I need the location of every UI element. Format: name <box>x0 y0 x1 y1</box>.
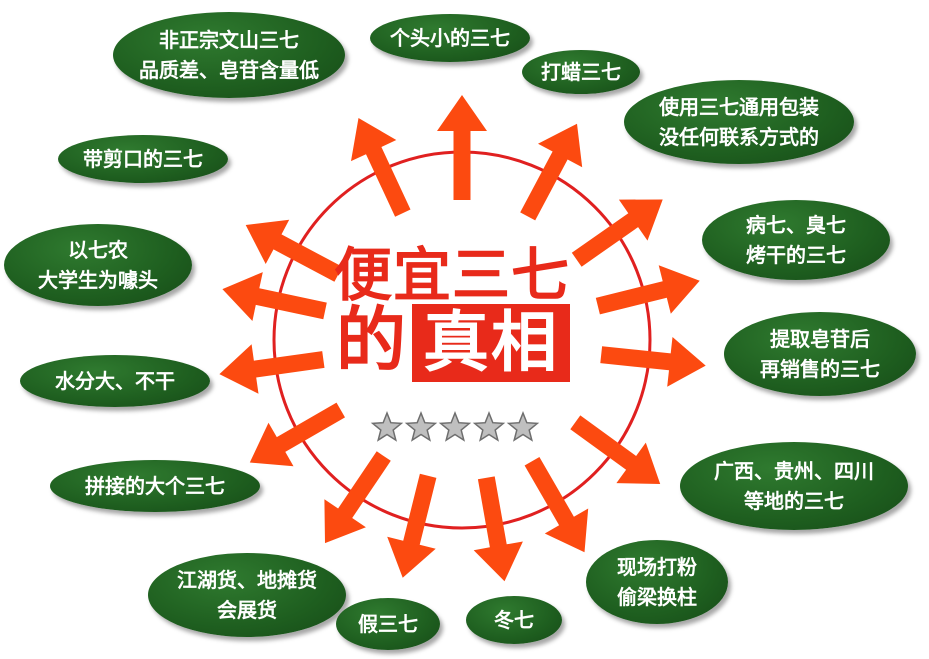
bubble-extracted: 提取皂苷后 再销售的三七 <box>724 312 916 396</box>
bubble-cut-mark: 带剪口的三七 <box>58 135 228 183</box>
bubble-line: 冬七 <box>494 608 534 632</box>
bubble-line: 会展货 <box>217 598 277 622</box>
bubble-waxed: 打蜡三七 <box>522 50 640 94</box>
star-icon <box>404 410 438 442</box>
bubble-line: 拼接的大个三七 <box>85 474 225 498</box>
bubble-line: 烤干的三七 <box>746 243 846 267</box>
bubble-line: 提取皂苷后 <box>770 327 870 351</box>
bubble-line: 广西、贵州、四川 <box>714 459 874 483</box>
bubble-line: 水分大、不干 <box>55 369 175 393</box>
bubble-line: 没任何联系方式的 <box>659 125 819 149</box>
bubble-line: 假三七 <box>358 612 418 636</box>
star-icon <box>370 410 404 442</box>
title-line-2-highlight: 真相 <box>423 304 559 381</box>
bubble-high-moisture: 水分大、不干 <box>20 355 210 407</box>
bubble-line: 大学生为噱头 <box>38 268 158 292</box>
arrow-icon <box>219 344 325 394</box>
bubble-line: 江湖货、地摊货 <box>177 568 317 592</box>
arrow-icon <box>437 95 487 200</box>
bubble-spliced: 拼接的大个三七 <box>50 460 260 512</box>
bubble-fake: 假三七 <box>336 598 440 650</box>
bubble-line: 以七农 <box>68 238 128 262</box>
bubble-line: 个头小的三七 <box>390 26 510 50</box>
star-icon <box>438 410 472 442</box>
bubble-onsite-grinding: 现场打粉 偷梁换柱 <box>586 540 728 624</box>
title-line-1: 便宜三七 <box>334 241 571 309</box>
bubble-winter-harvest: 冬七 <box>466 596 562 644</box>
bubble-street-goods: 江湖货、地摊货 会展货 <box>148 553 346 637</box>
bubble-line: 非正宗文山三七 <box>159 28 299 52</box>
arrow-icon <box>473 476 523 582</box>
arrow-icon <box>595 265 700 315</box>
bubble-line: 偷梁换柱 <box>617 585 697 609</box>
bubble-other-regions: 广西、贵州、四川 等地的三七 <box>680 442 908 530</box>
arrow-icon <box>600 337 706 387</box>
bubble-small-size: 个头小的三七 <box>370 14 530 62</box>
arrow-icon <box>571 199 663 267</box>
arrow-icon <box>222 272 327 321</box>
bubble-non-authentic: 非正宗文山三七 品质差、皂苷含量低 <box>113 12 345 98</box>
arrow-icon <box>387 473 437 578</box>
bubble-line: 带剪口的三七 <box>83 147 203 171</box>
bubble-line: 等地的三七 <box>744 489 844 513</box>
arrow-icon <box>570 415 661 484</box>
bubble-line: 再销售的三七 <box>760 357 880 381</box>
arrow-icon <box>351 118 411 217</box>
bubble-line: 品质差、皂苷含量低 <box>139 58 319 82</box>
arrow-icon <box>324 451 391 544</box>
star-icon <box>506 410 540 442</box>
arrow-icon <box>520 123 583 221</box>
arrow-icon <box>524 457 589 553</box>
rating-stars <box>370 410 540 442</box>
arrow-icon <box>249 402 345 467</box>
bubble-line: 病七、臭七 <box>746 213 846 237</box>
bubble-farmer-gimmick: 以七农 大学生为噱头 <box>4 224 192 306</box>
title-line-2-prefix: 的 <box>336 299 406 381</box>
bubble-diseased: 病七、臭七 烤干的三七 <box>702 200 890 280</box>
title-highlight-box: 真相 <box>412 304 570 382</box>
arrows-group <box>219 95 706 582</box>
star-icon <box>472 410 506 442</box>
arrow-icon <box>245 219 343 282</box>
bubble-line: 现场打粉 <box>617 555 697 579</box>
bubble-line: 打蜡三七 <box>541 60 621 84</box>
bubble-line: 使用三七通用包装 <box>659 95 819 119</box>
bubble-generic-packaging: 使用三七通用包装 没任何联系方式的 <box>624 80 854 164</box>
